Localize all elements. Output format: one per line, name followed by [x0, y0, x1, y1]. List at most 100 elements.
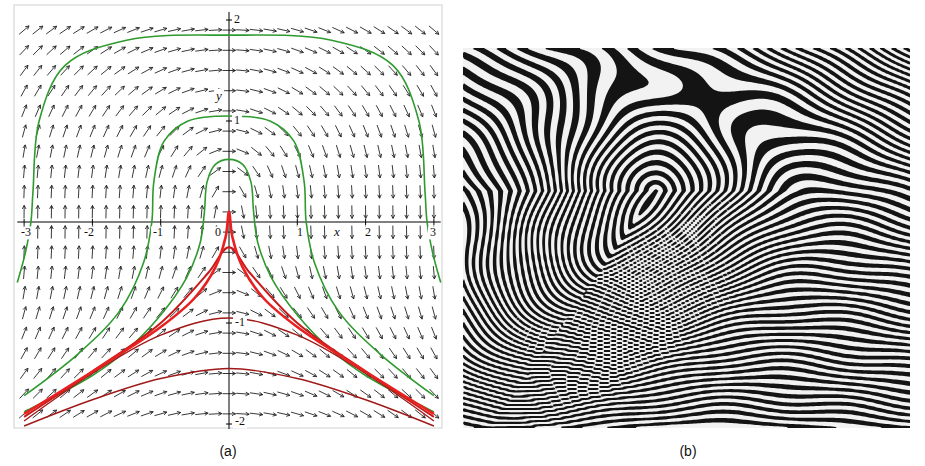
field-arrow	[76, 125, 81, 137]
field-arrow	[332, 411, 344, 417]
field-arrow	[118, 286, 123, 298]
field-arrow	[390, 105, 396, 117]
field-arrow	[37, 145, 41, 158]
field-arrow	[378, 205, 382, 218]
field-arrow	[23, 266, 27, 279]
field-arrow	[291, 412, 304, 416]
field-arrow	[182, 68, 195, 72]
field-arrow	[168, 68, 180, 73]
field-arrow	[266, 146, 274, 156]
field-arrow	[282, 165, 287, 177]
field-arrow	[391, 266, 395, 279]
field-arrow	[291, 48, 303, 53]
field-arrow	[278, 107, 289, 114]
field-arrow	[118, 226, 122, 239]
field-arrow	[241, 226, 245, 239]
field-arrow	[405, 165, 409, 178]
field-arrow	[278, 68, 290, 73]
field-arrow	[118, 185, 122, 198]
field-arrow	[378, 226, 382, 239]
field-arrow	[114, 411, 126, 417]
field-arrow	[50, 266, 54, 279]
tick-label: -2	[233, 415, 247, 428]
field-arrow	[333, 67, 344, 75]
field-arrow	[416, 65, 424, 75]
field-arrow	[296, 205, 300, 218]
field-arrow	[182, 28, 195, 32]
field-arrow	[61, 348, 68, 359]
field-arrow	[417, 85, 424, 96]
panel-label: (a)	[217, 444, 238, 459]
field-arrow	[114, 27, 126, 33]
field-arrow	[319, 47, 331, 53]
field-arrow	[432, 165, 436, 178]
field-arrow	[118, 205, 122, 218]
field-arrow	[405, 125, 410, 137]
field-arrow	[91, 145, 95, 158]
field-arrow	[200, 185, 204, 197]
field-arrow	[47, 46, 57, 55]
field-arrow	[20, 368, 28, 378]
field-arrow	[268, 205, 272, 218]
axes	[17, 12, 440, 429]
field-arrow	[104, 286, 108, 299]
field-arrow	[305, 412, 317, 417]
field-arrow	[292, 87, 303, 94]
field-arrow	[236, 89, 249, 93]
field-arrow	[377, 125, 382, 137]
field-arrow	[250, 109, 262, 114]
field-arrow	[405, 185, 409, 198]
field-arrow	[169, 88, 181, 94]
field-arrow	[401, 26, 411, 34]
field-arrow	[132, 165, 136, 178]
field-arrow	[143, 126, 150, 137]
field-arrow	[419, 286, 423, 299]
field-arrow	[76, 327, 82, 338]
field-arrow	[91, 286, 95, 299]
field-arrow	[405, 307, 410, 319]
field-arrow	[336, 286, 341, 298]
field-arrow	[128, 67, 139, 74]
field-arrow	[323, 165, 327, 178]
field-arrow	[132, 185, 136, 198]
field-arrow	[250, 412, 263, 416]
field-arrow	[255, 246, 259, 258]
image-ground	[463, 48, 910, 428]
field-arrow	[388, 46, 398, 54]
field-arrow	[350, 246, 354, 259]
field-arrow	[264, 88, 276, 93]
field-arrow	[432, 307, 436, 320]
field-arrow	[250, 29, 263, 33]
field-arrow	[34, 85, 41, 96]
field-arrow	[187, 185, 191, 198]
field-arrow	[323, 185, 327, 198]
field-arrow	[64, 286, 68, 299]
field-arrow	[87, 390, 98, 398]
field-arrow	[142, 87, 153, 95]
field-arrow	[50, 246, 54, 259]
field-arrow	[350, 185, 354, 198]
field-arrow	[264, 392, 277, 396]
field-arrow	[319, 411, 331, 416]
field-arrow	[35, 105, 40, 117]
field-arrow	[182, 412, 195, 416]
tick-label: 0	[213, 226, 223, 239]
field-arrow	[104, 185, 108, 198]
field-arrow	[173, 205, 177, 218]
field-arrow	[334, 86, 343, 95]
field-arrow	[415, 26, 425, 34]
separatrix-curve	[24, 247, 434, 417]
field-arrow	[50, 286, 54, 299]
field-arrow	[319, 370, 330, 377]
field-arrow	[145, 287, 150, 299]
field-arrow	[378, 286, 382, 299]
field-arrow	[292, 350, 303, 357]
field-arrow	[196, 108, 208, 113]
field-arrow	[22, 125, 26, 138]
field-arrow	[132, 226, 136, 239]
field-arrow	[63, 246, 67, 259]
field-arrow	[114, 370, 125, 378]
field-arrow	[132, 266, 136, 279]
field-arrow	[22, 327, 27, 339]
field-arrow	[391, 307, 396, 319]
